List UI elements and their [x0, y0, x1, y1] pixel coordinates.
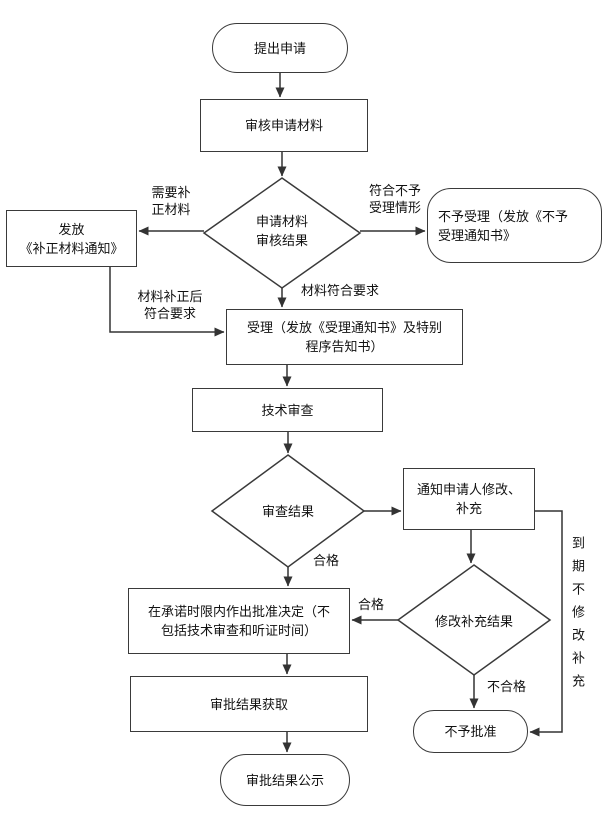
node-approval-decision-line1: 在承诺时限内作出批准决定（不 — [147, 604, 330, 619]
edge-label-materials-ok: 材料符合要求 — [301, 283, 380, 298]
node-start-label: 提出申请 — [253, 40, 306, 56]
node-not-accepted: 不予受理（发放《不予 受理通知书》 — [427, 188, 602, 263]
node-accept: 受理（发放《受理通知书》及特别 程序告知书） — [226, 309, 463, 365]
decision-modify-result-label: 修改补充结果 — [434, 614, 513, 629]
node-technical-review-label: 技术审查 — [261, 402, 314, 418]
edge-supplement-to-accept — [109, 267, 225, 337]
edge-label-after-supplement-line2: 符合要求 — [143, 306, 196, 321]
edge-label-after-supplement: 材料补正后 符合要求 — [129, 288, 211, 322]
node-issue-supplement-notice: 发放 《补正材料通知》 — [6, 210, 137, 267]
node-issue-supplement-line2: 《补正材料通知》 — [19, 240, 124, 256]
node-result-obtain: 审批结果获取 — [130, 676, 368, 732]
node-technical-review: 技术审查 — [192, 388, 383, 432]
node-result-publicity-label: 审批结果公示 — [245, 772, 324, 788]
node-result-publicity-terminator: 审批结果公示 — [220, 754, 350, 806]
node-not-accepted-line2: 受理通知书》 — [438, 227, 517, 243]
decision-review-result-label: 审查结果 — [261, 504, 314, 519]
node-not-approved-label: 不予批准 — [444, 724, 497, 739]
node-start-terminator: 提出申请 — [212, 23, 348, 73]
node-issue-supplement-line1: 发放 — [58, 221, 85, 237]
edge-label-qualified-modify: 合格 — [358, 597, 385, 612]
node-result-obtain-label: 审批结果获取 — [209, 696, 288, 712]
edge-label-need-supplement-line2: 正材料 — [151, 202, 191, 217]
edge-label-unqualified: 不合格 — [487, 679, 527, 694]
decision-material-review-line1: 申请材料 — [255, 214, 308, 229]
decision-review-result-text: 审查结果 — [218, 502, 358, 521]
node-notify-modify-line1: 通知申请人修改、 — [416, 482, 521, 497]
decision-material-review-line2: 审核结果 — [255, 233, 308, 248]
node-review-materials: 审核申请材料 — [200, 99, 368, 152]
edge-label-meets-rejection-line1: 符合不予 — [368, 183, 421, 198]
node-notify-modify-line2: 补充 — [455, 501, 482, 516]
node-approval-decision: 在承诺时限内作出批准决定（不 包括技术审查和听证时间） — [128, 588, 350, 654]
node-not-approved-terminator: 不予批准 — [413, 710, 528, 753]
edge-label-expired-no-modify: 到期不修改补充 — [570, 536, 585, 697]
edge-notify-to-notapproved — [529, 510, 563, 737]
edge-label-qualified-review: 合格 — [313, 553, 340, 568]
node-notify-modify: 通知申请人修改、 补充 — [403, 468, 535, 530]
node-not-accepted-line1: 不予受理（发放《不予 — [438, 208, 569, 224]
edge-label-meets-rejection: 符合不予 受理情形 — [359, 182, 431, 216]
edge-label-need-supplement-line1: 需要补 — [151, 185, 191, 200]
node-approval-decision-line2: 包括技术审查和听证时间） — [160, 623, 317, 638]
decision-modify-result-text: 修改补充结果 — [404, 612, 544, 631]
node-review-materials-label: 审核申请材料 — [244, 118, 323, 133]
decision-material-review-text: 申请材料 审核结果 — [212, 212, 352, 250]
edge-label-meets-rejection-line2: 受理情形 — [368, 200, 421, 215]
node-accept-line2: 程序告知书） — [305, 339, 384, 354]
node-accept-line1: 受理（发放《受理通知书》及特别 — [246, 320, 442, 335]
edge-label-need-supplement: 需要补 正材料 — [141, 184, 201, 218]
edge-label-after-supplement-line1: 材料补正后 — [137, 289, 203, 304]
